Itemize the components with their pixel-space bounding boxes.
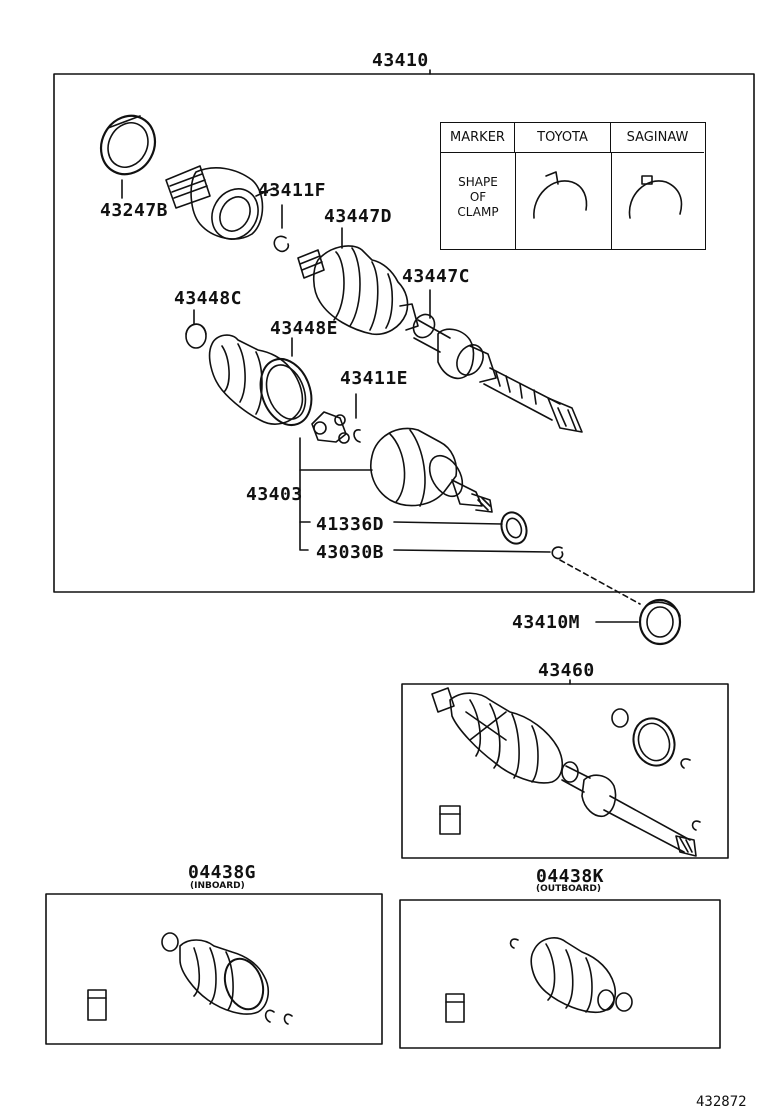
label-41336d[interactable]: 41336D xyxy=(316,514,385,535)
snap-ring-43030b xyxy=(551,546,564,560)
inboard-boot-43448e xyxy=(208,334,313,426)
inboard-joint-43403 xyxy=(370,427,493,513)
label-43411e[interactable]: 43411E xyxy=(340,368,409,389)
snap-ring-43411f xyxy=(273,204,290,253)
label-43403[interactable]: 43403 xyxy=(246,484,303,505)
label-04438k[interactable]: 04438K xyxy=(536,866,605,887)
label-04438g-note: (INBOARD) xyxy=(190,881,245,891)
clamp-marker-table: MARKER TOYOTA SAGINAW SHAPE OF CLAMP xyxy=(440,122,706,250)
label-43447d[interactable]: 43447D xyxy=(324,206,393,227)
label-43410m[interactable]: 43410M xyxy=(512,612,581,633)
dashed-leader xyxy=(559,559,641,605)
label-04438g[interactable]: 04438G xyxy=(188,862,257,883)
label-43411f[interactable]: 43411F xyxy=(258,180,327,201)
outboard-joint xyxy=(165,165,275,240)
band-clamp-43448c xyxy=(185,309,207,349)
label-43030b[interactable]: 43030B xyxy=(316,542,385,563)
assembly-frame xyxy=(53,73,755,593)
catalog-number: 432872 xyxy=(696,1094,747,1110)
shaft-assembly-frame xyxy=(401,683,729,859)
tripod-joint xyxy=(311,393,361,444)
saginaw-clamp-sketch xyxy=(628,175,683,219)
shaft-assembly-drawing xyxy=(431,687,701,857)
kit-outboard-drawing xyxy=(445,937,633,1023)
label-04438k-note: (OUTBOARD) xyxy=(536,884,601,894)
toyota-clamp-sketch xyxy=(533,171,588,219)
label-43447c[interactable]: 43447C xyxy=(402,266,471,287)
seal-41336d xyxy=(500,511,528,545)
label-43410[interactable]: 43410 xyxy=(372,50,429,71)
label-43460[interactable]: 43460 xyxy=(538,660,595,681)
table-row-shape-of-clamp: SHAPE OF CLAMP xyxy=(457,175,499,219)
label-43247b[interactable]: 43247B xyxy=(100,200,169,221)
table-header-marker: MARKER xyxy=(441,123,515,153)
label-43448c[interactable]: 43448C xyxy=(174,288,243,309)
table-header-toyota: TOYOTA xyxy=(515,123,611,153)
kit-inboard-frame xyxy=(45,893,383,1045)
bracket-leader-43403 xyxy=(299,437,551,553)
oil-seal-43410m xyxy=(595,598,682,646)
kit-outboard-frame xyxy=(399,899,721,1049)
table-header-saginaw: SAGINAW xyxy=(611,123,704,153)
outboard-boot-and-shaft xyxy=(297,227,583,433)
label-43448e[interactable]: 43448E xyxy=(270,318,339,339)
boot-ring-43247b xyxy=(99,114,157,199)
kit-inboard-drawing xyxy=(87,932,293,1025)
